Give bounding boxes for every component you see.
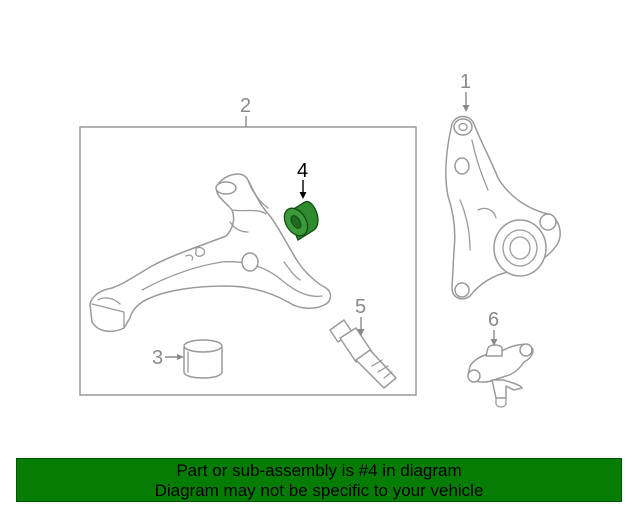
bushing-part-4-highlighted xyxy=(283,201,319,241)
callout-4: 4 xyxy=(297,160,308,182)
ball-joint-part-6 xyxy=(467,343,534,408)
callout-5: 5 xyxy=(355,296,366,318)
banner-line-1: Part or sub-assembly is #4 in diagram xyxy=(176,461,462,480)
lower-control-arm xyxy=(89,173,332,333)
banner-line-2: Diagram may not be specific to your vehi… xyxy=(154,481,484,500)
steering-knuckle xyxy=(445,115,561,300)
callout-6: 6 xyxy=(488,309,499,331)
callout-1: 1 xyxy=(460,71,471,93)
callout-3: 3 xyxy=(152,347,163,369)
callout-2: 2 xyxy=(240,95,251,117)
bolt-part-5 xyxy=(329,319,397,389)
part-info-banner: Part or sub-assembly is #4 in diagram Di… xyxy=(16,458,622,502)
bushing-part-3 xyxy=(183,339,223,379)
